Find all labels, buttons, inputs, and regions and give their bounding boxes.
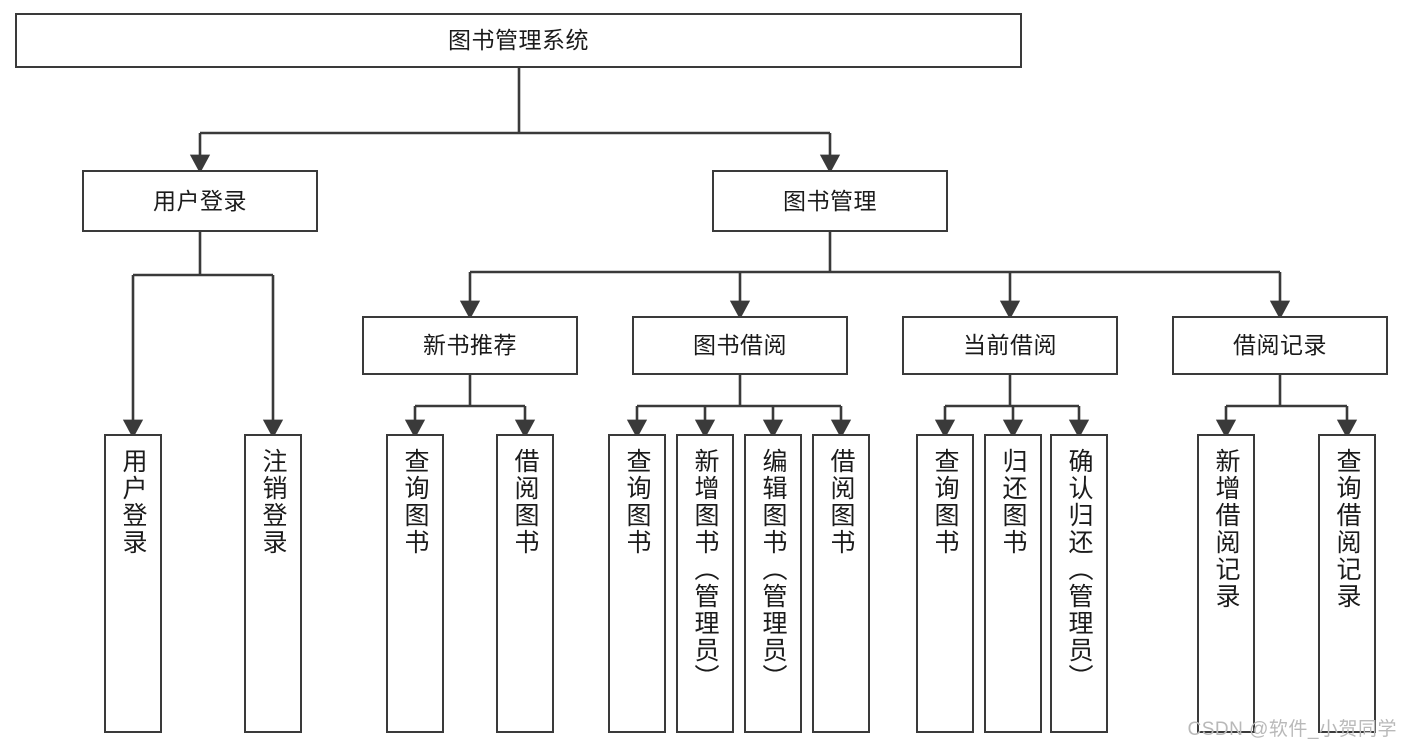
node-label: 新增借阅记录: [1212, 448, 1240, 610]
node-label: 用户登录: [119, 448, 147, 556]
node-leaf-query-borrow-record[interactable]: 查询借阅记录: [1318, 434, 1376, 733]
node-user-login[interactable]: 用户登录: [82, 170, 318, 232]
node-leaf-confirm-return-admin[interactable]: 确认归还（管理员）: [1050, 434, 1108, 733]
node-leaf-borrow-book-nb[interactable]: 借阅图书: [496, 434, 554, 733]
node-label: 注销登录: [259, 448, 287, 556]
node-leaf-query-book-bb[interactable]: 查询图书: [608, 434, 666, 733]
node-label: 查询图书: [931, 448, 959, 556]
node-leaf-query-book-nb[interactable]: 查询图书: [386, 434, 444, 733]
node-book-borrow[interactable]: 图书借阅: [632, 316, 848, 375]
node-label: 归还图书: [999, 448, 1027, 556]
node-book-management[interactable]: 图书管理: [712, 170, 948, 232]
node-leaf-add-borrow-record[interactable]: 新增借阅记录: [1197, 434, 1255, 733]
node-label: 用户登录: [153, 187, 247, 214]
node-leaf-user-login[interactable]: 用户登录: [104, 434, 162, 733]
node-label: 新书推荐: [423, 332, 517, 359]
node-label: 图书借阅: [693, 332, 787, 359]
node-borrow-record[interactable]: 借阅记录: [1172, 316, 1388, 375]
node-label: 编辑图书（管理员）: [759, 448, 787, 691]
node-label: 查询图书: [401, 448, 429, 556]
node-leaf-borrow-book-bb[interactable]: 借阅图书: [812, 434, 870, 733]
node-label: 查询借阅记录: [1333, 448, 1361, 610]
node-label: 借阅图书: [827, 448, 855, 556]
node-label: 确认归还（管理员）: [1065, 448, 1093, 691]
node-label: 新增图书（管理员）: [691, 448, 719, 691]
node-new-book-recommend[interactable]: 新书推荐: [362, 316, 578, 375]
node-label: 图书管理: [783, 187, 877, 214]
node-current-borrow[interactable]: 当前借阅: [902, 316, 1118, 375]
node-leaf-logout[interactable]: 注销登录: [244, 434, 302, 733]
node-root-system[interactable]: 图书管理系统: [15, 13, 1022, 68]
node-leaf-edit-book-admin[interactable]: 编辑图书（管理员）: [744, 434, 802, 733]
node-label: 借阅记录: [1233, 332, 1327, 359]
node-leaf-return-book[interactable]: 归还图书: [984, 434, 1042, 733]
node-label: 当前借阅: [963, 332, 1057, 359]
watermark-text: CSDN @软件_小贺同学: [1187, 719, 1397, 740]
node-leaf-query-book-cb[interactable]: 查询图书: [916, 434, 974, 733]
node-label: 查询图书: [623, 448, 651, 556]
node-label: 图书管理系统: [448, 27, 589, 54]
node-label: 借阅图书: [511, 448, 539, 556]
node-leaf-add-book-admin[interactable]: 新增图书（管理员）: [676, 434, 734, 733]
